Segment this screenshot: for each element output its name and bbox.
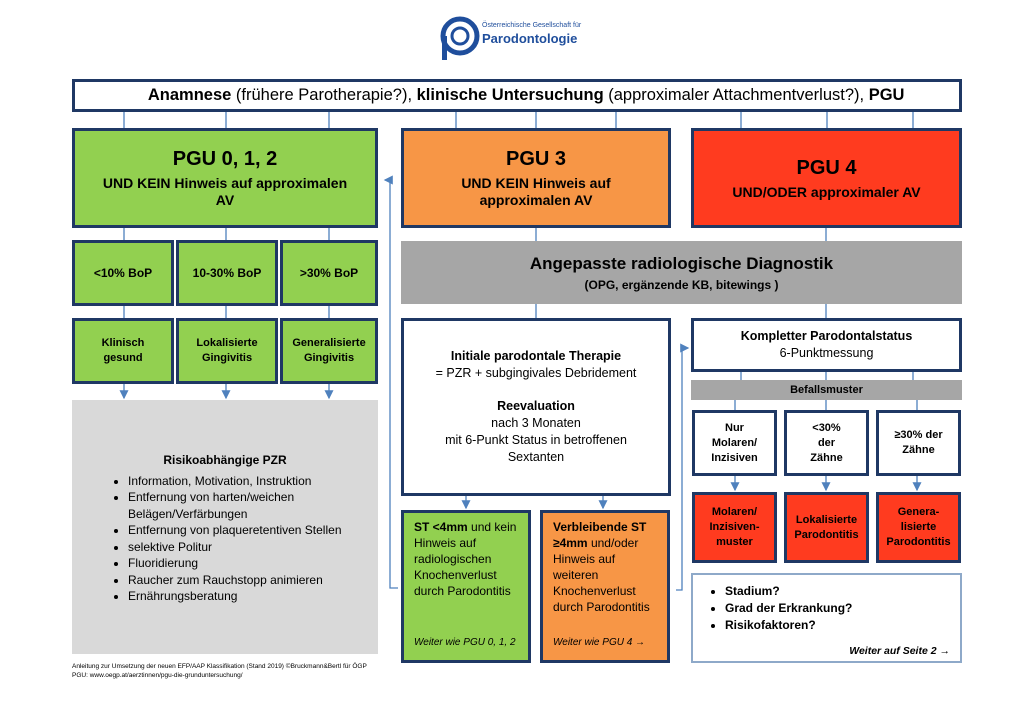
therapy-box: Initiale parodontale Therapie = PZR + su…	[401, 318, 671, 496]
pgu-012-sub: UND KEIN Hinweis auf approximalen AV	[102, 174, 348, 208]
pattern-box: ≥30% der Zähne	[876, 410, 961, 476]
list-item: Grad der Erkrankung?	[725, 600, 950, 617]
pattern-box: Nur Molaren/ Inzisiven	[692, 410, 777, 476]
list-item: selektive Politur	[128, 539, 364, 556]
radio-sub: (OPG, ergänzende KB, bitewings )	[584, 277, 779, 292]
list-item: Information, Motivation, Instruktion	[128, 473, 364, 490]
list-item: Stadium?	[725, 583, 950, 600]
pattern-box: <30% der Zähne	[784, 410, 869, 476]
list-item: Risikofaktoren?	[725, 617, 950, 634]
pgu-012-title: PGU 0, 1, 2	[172, 147, 278, 170]
st-low-next: Weiter wie PGU 0, 1, 2	[414, 637, 516, 648]
header-box: Anamnese (frühere Parotherapie?), klinis…	[72, 79, 962, 112]
logo-line1: Österreichische Gesellschaft für	[482, 22, 582, 29]
logo-mark-icon	[440, 16, 480, 60]
bop-box: >30% BoP	[280, 240, 378, 306]
pzr-title: Risikoabhängige PZR	[163, 453, 287, 467]
header-untersuchung-detail: (approximaler Attachmentverlust?),	[603, 86, 869, 104]
header-anamnese-detail: (frühere Parotherapie?),	[231, 86, 417, 104]
header-untersuchung: klinische Untersuchung	[416, 86, 604, 104]
gingiva-result-box: Lokalisierte Gingivitis	[176, 318, 278, 384]
befall-bar: Befallsmuster	[691, 380, 962, 400]
st-low-text: und kein Hinweis auf radiologischen Knoc…	[414, 520, 517, 598]
logo-line2: Parodontologie	[482, 31, 578, 46]
pzr-list: Information, Motivation, Instruktion Ent…	[108, 473, 364, 605]
staging-box: Stadium? Grad der Erkrankung? Risikofakt…	[691, 573, 962, 663]
pgu-4-sub: UND/ODER approximaler AV	[732, 183, 921, 200]
footer-line2: PGU: www.oegp.at/aerztinnen/pgu-die-grun…	[72, 672, 243, 679]
pattern-result-box: Molaren/ Inzisiven-muster	[692, 492, 777, 563]
st-low-bold: ST <4mm	[414, 520, 468, 534]
pgu-4-box: PGU 4 UND/ODER approximaler AV	[691, 128, 962, 228]
oegp-logo: Österreichische Gesellschaft für Parodon…	[438, 14, 582, 62]
footer: Anleitung zur Umsetzung der neuen EFP/AA…	[72, 662, 367, 680]
pgu-3-box: PGU 3 UND KEIN Hinweis auf approximalen …	[401, 128, 671, 228]
therapy-line2: nach 3 Monaten	[491, 416, 581, 430]
list-item: Raucher zum Rauchstopp animieren	[128, 572, 364, 589]
pattern-result-box: Genera-lisierte Parodontitis	[876, 492, 961, 563]
staging-next: Weiter auf Seite 2 →	[849, 645, 950, 657]
reeval-title: Reevaluation	[497, 399, 575, 413]
status-sub: 6-Punktmessung	[779, 346, 874, 360]
gingiva-result-box: Generalisierte Gingivitis	[280, 318, 378, 384]
therapy-title: Initiale parodontale Therapie	[450, 349, 622, 363]
pgu-4-title: PGU 4	[796, 156, 857, 179]
pzr-box: Risikoabhängige PZR Information, Motivat…	[72, 400, 378, 654]
list-item: Entfernung von plaqueretentiven Stellen	[128, 522, 364, 539]
therapy-line1: = PZR + subgingivales Debridement	[435, 366, 637, 380]
status-box: Kompletter Parodontalstatus 6-Punktmessu…	[691, 318, 962, 372]
list-item: Ernährungsberatung	[128, 588, 364, 605]
bop-box: <10% BoP	[72, 240, 174, 306]
pgu-3-sub: UND KEIN Hinweis auf approximalen AV	[461, 174, 611, 208]
header-anamnese: Anamnese	[147, 86, 232, 104]
list-item: Entfernung von harten/weichen Belägen/Ve…	[128, 489, 364, 522]
bop-box: 10-30% BoP	[176, 240, 278, 306]
gingiva-result-box: Klinisch gesund	[72, 318, 174, 384]
pgu-012-box: PGU 0, 1, 2 UND KEIN Hinweis auf approxi…	[72, 128, 378, 228]
footer-line1: Anleitung zur Umsetzung der neuen EFP/AA…	[72, 663, 367, 670]
st-high-bold: Verbleibende ST ≥4mm	[553, 520, 647, 550]
st-low-box: ST <4mm und kein Hinweis auf radiologisc…	[401, 510, 531, 663]
header-pgu: PGU	[868, 86, 905, 104]
list-item: Fluoridierung	[128, 555, 364, 572]
status-title: Kompletter Parodontalstatus	[740, 329, 913, 343]
st-high-box: Verbleibende ST ≥4mm und/oder Hinweis au…	[540, 510, 670, 663]
pattern-result-box: Lokalisierte Parodontitis	[784, 492, 869, 563]
st-high-text: und/oder Hinweis auf weiteren Knochenver…	[553, 536, 650, 614]
st-high-next: Weiter wie PGU 4 →	[553, 637, 646, 648]
pgu-3-title: PGU 3	[505, 147, 567, 170]
therapy-line3: mit 6-Punkt Status in betroffenen Sextan…	[445, 433, 627, 464]
staging-list: Stadium? Grad der Erkrankung? Risikofakt…	[705, 583, 950, 634]
radio-box: Angepasste radiologische Diagnostik (OPG…	[401, 241, 962, 304]
radio-title: Angepasste radiologische Diagnostik	[529, 253, 834, 273]
